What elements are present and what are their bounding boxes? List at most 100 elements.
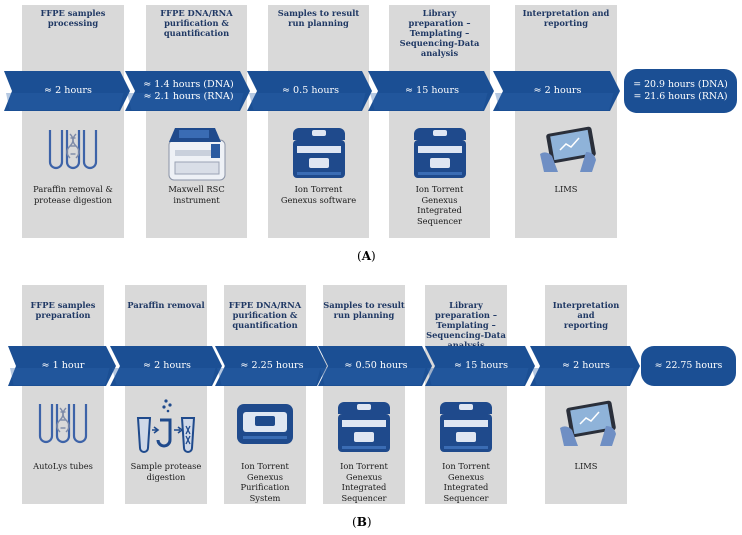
panel-label: (A)	[357, 249, 376, 263]
chevron-arrow	[247, 71, 372, 111]
tube-transfer-icon	[125, 398, 207, 464]
step-title-line: processing	[47, 18, 99, 28]
panel-label: (B)	[352, 515, 372, 529]
step-duration: ≈ 1 hour	[16, 360, 110, 372]
step-duration-line: ≈ 2.25 hours	[240, 360, 304, 371]
step-caption: LIMS	[515, 184, 617, 195]
step-caption: AutoLys tubes	[22, 461, 104, 472]
step-caption-line: Maxwell RSC	[168, 184, 225, 194]
panel_b-arrow-band	[8, 346, 640, 386]
chevron-shade	[427, 368, 529, 385]
chevron-shade	[495, 93, 614, 110]
step-title-line: preparation	[35, 310, 91, 320]
step-duration-line: ≈ 0.5 hours	[281, 85, 340, 96]
step-title-line: reporting	[563, 320, 609, 330]
step-duration-line: ≈ 2 hours	[533, 85, 582, 96]
step-caption-line: protease digestion	[33, 194, 113, 205]
step-title-line: purification &	[164, 18, 229, 28]
step-title-line: run planning	[288, 18, 349, 28]
maxwell-instrument-icon	[146, 124, 247, 188]
step-title-line: Library	[422, 8, 457, 18]
step-caption-line: Ion Torrent	[340, 461, 388, 471]
step-duration-line: ≈ 0.50 hours	[344, 360, 408, 371]
step-caption-line: Ion Torrent	[442, 461, 490, 471]
step-duration-line: ≈ 2 hours	[44, 85, 92, 96]
step-caption-line: Integrated	[417, 205, 462, 215]
step-duration-line: ≈ 2 hours	[143, 360, 191, 371]
chevron-arrow	[425, 346, 535, 386]
chevron-shade	[217, 368, 321, 385]
step-duration: ≈ 0.5 hours	[255, 85, 366, 97]
step-title-line: FFPE samples	[40, 8, 106, 18]
step-duration: ≈ 2 hours	[12, 85, 124, 97]
step-duration: ≈ 2.25 hours	[223, 360, 321, 372]
chevron-shade	[532, 368, 634, 385]
chevron-shade	[370, 93, 488, 110]
tablet-hands-icon	[545, 398, 627, 458]
step-caption-line: AutoLys tubes	[33, 461, 93, 471]
step-duration-line: ≈ 15 hours	[405, 85, 459, 96]
genexus-sequencer-icon	[268, 124, 369, 186]
step-title-line: run planning	[333, 310, 395, 320]
genexus-sequencer-icon	[323, 398, 405, 460]
step-caption-line: System	[249, 492, 281, 503]
step-title-line: reporting	[543, 18, 589, 28]
step-duration: ≈ 2 hours	[118, 360, 216, 372]
step-title-line: quantification	[163, 28, 230, 38]
step-duration: ≈ 2 hours	[538, 360, 634, 372]
total-duration: = 20.9 hours (DNA)= 21.6 hours (RNA)	[624, 69, 737, 113]
step-title-line: quantification	[232, 320, 298, 330]
genexus-sequencer-icon	[425, 398, 507, 460]
step-title-line: Sequencing-Data	[399, 38, 480, 48]
panel-letter: A	[361, 249, 371, 263]
chevron-shade	[6, 93, 124, 110]
step-title-line: analysis	[420, 48, 459, 58]
chevron-shade	[320, 368, 426, 385]
step-title: Paraffin removal	[125, 300, 207, 310]
step-caption-line: Genexus	[447, 471, 485, 482]
step-duration: ≈ 15 hours	[433, 360, 529, 372]
chevron-arrow	[368, 71, 494, 111]
test-tubes-dna-icon	[22, 398, 104, 454]
step-caption-line: Sample protease	[130, 461, 202, 471]
step-caption: Paraffin removal &protease digestion	[22, 184, 124, 205]
step-duration-line: ≈ 2 hours	[562, 360, 610, 371]
step-title-line: preparation –	[435, 310, 497, 320]
step-duration: ≈ 2 hours	[501, 85, 614, 97]
step-caption-line: Paraffin removal &	[33, 184, 113, 194]
total-duration-line: = 21.6 hours (RNA)	[633, 91, 728, 102]
chevron-shade	[127, 93, 244, 110]
step-title-line: FFPE samples	[30, 300, 96, 310]
step-duration: ≈ 15 hours	[376, 85, 488, 97]
step-duration: ≈ 1.4 hours (DNA)≈ 2.1 hours (RNA)	[133, 79, 244, 103]
step-title-line: Templating –	[409, 28, 470, 38]
step-caption-line: instrument	[173, 194, 220, 205]
step-caption-line: digestion	[146, 471, 186, 482]
step-title-line: preparation –	[408, 18, 471, 28]
step-caption-line: Genexus	[246, 471, 284, 482]
step-title-line: Library	[449, 300, 483, 310]
chevron-arrow	[493, 71, 620, 111]
total-duration-line: = 20.9 hours (DNA)	[633, 79, 728, 90]
chevron-shade	[10, 368, 110, 385]
genexus-sequencer-icon	[389, 124, 490, 186]
step-caption-line: Genexus software	[280, 194, 357, 205]
chevron-arrow	[530, 346, 640, 386]
step-caption-line: Ion Torrent	[294, 184, 343, 194]
chevron-arrow	[4, 71, 130, 111]
